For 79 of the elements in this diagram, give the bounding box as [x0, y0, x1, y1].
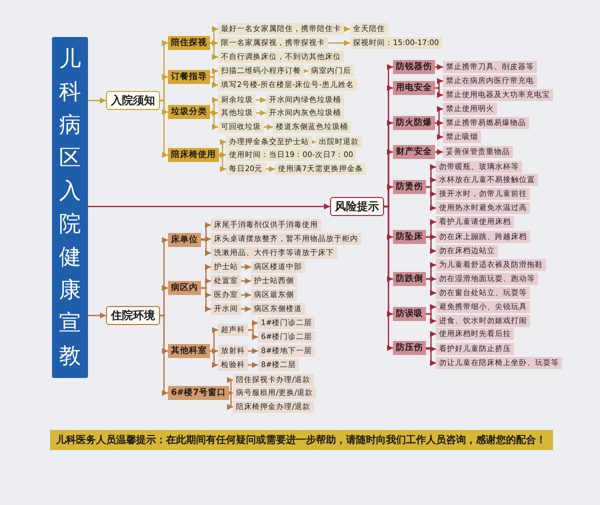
connector-arrow	[241, 278, 251, 284]
connector-arrow	[219, 152, 226, 158]
category-tag: 垃圾分类	[168, 105, 210, 119]
connector-arrow	[310, 139, 316, 145]
connector-arrow	[210, 76, 218, 88]
category-tag: 防锐器伤	[393, 60, 435, 74]
category-tag: 防跌倒	[393, 272, 426, 286]
connector-arrow	[248, 329, 258, 340]
connector-arrow	[210, 350, 218, 368]
category-tag: 防压伤	[393, 341, 426, 355]
connector-arrow	[241, 306, 251, 312]
connector-arrow	[426, 186, 436, 211]
connector-arrow	[227, 392, 233, 410]
connector-arrow	[435, 78, 443, 89]
category-tag: 陪住探视	[168, 36, 210, 50]
connector-arrow	[210, 26, 218, 44]
connector-arrow	[435, 106, 443, 124]
title-bar: 儿科病区入院健康宣教	[52, 37, 88, 378]
category-tag: 6#楼7号窗口	[168, 386, 229, 400]
connector-arrow	[426, 346, 436, 352]
category-tag: 用电安全	[393, 81, 435, 95]
category-tag: 防误吸	[393, 307, 426, 321]
connector-arrow	[248, 362, 258, 368]
notice-banner: 儿科医务人员温馨提示：在此期间有任何疑问或需要进一步帮助，请随时向我们工作人员咨询，感谢您的配合！	[50, 430, 553, 450]
connector-arrow	[210, 97, 218, 113]
connector-arrow	[435, 149, 443, 155]
connector-arrow	[302, 68, 308, 74]
category-tag: 病区内	[168, 281, 201, 295]
connector-arrow	[435, 120, 443, 126]
connector-arrow	[435, 122, 443, 140]
connector-arrow	[426, 236, 436, 254]
connector-arrow	[219, 154, 226, 172]
connector-arrow	[210, 348, 218, 354]
category-tag: 防坠床	[393, 230, 426, 244]
connector-arrow	[256, 110, 266, 116]
connector-arrow	[266, 166, 275, 172]
connector-arrow	[210, 327, 218, 352]
connector-arrow	[201, 239, 211, 256]
connector-arrow	[241, 264, 251, 270]
connector-arrow	[210, 40, 218, 46]
topic-box: 风险提示	[330, 196, 384, 216]
connector-arrow	[426, 313, 436, 324]
connector-arrow	[160, 74, 168, 102]
connector-arrow	[384, 184, 393, 208]
connector-arrow	[210, 42, 218, 60]
topic-box: 住院环境	[106, 306, 160, 324]
connector-arrow	[201, 287, 211, 312]
connector-arrow	[160, 314, 168, 396]
connector-arrow	[435, 64, 443, 70]
connector-arrow	[344, 26, 350, 32]
category-tag: 订餐指导	[168, 70, 210, 84]
connector-arrow	[210, 110, 218, 116]
connector-arrow	[384, 206, 393, 351]
connector-arrow	[426, 278, 436, 296]
connector-arrow	[435, 87, 443, 98]
connector-arrow	[88, 312, 106, 318]
category-tag: 床单位	[168, 233, 201, 247]
connector-arrow	[88, 98, 106, 104]
connector-arrow	[328, 40, 350, 46]
category-tag: 防火防爆	[393, 116, 435, 130]
category-tag: 其他科室	[168, 344, 210, 358]
connector-arrow	[210, 68, 218, 78]
topic-box: 入院须知	[106, 90, 160, 110]
connector-arrow	[426, 347, 436, 366]
connector-arrow	[256, 97, 266, 103]
connector-arrow	[219, 139, 226, 156]
connector-arrow	[160, 100, 168, 158]
category-tag: 防烫伤	[393, 180, 426, 194]
connector-arrow	[210, 111, 218, 130]
connector-arrow	[227, 390, 233, 396]
connector-arrow	[88, 204, 330, 210]
connector-arrow	[201, 236, 211, 242]
connector-arrow	[248, 348, 258, 354]
connector-arrow	[241, 292, 251, 298]
connector-arrow	[264, 124, 273, 130]
category-tag: 财产安全	[393, 145, 435, 159]
connector-arrow	[227, 377, 233, 394]
category-tag: 陪床椅使用	[168, 148, 219, 162]
connector-arrow	[160, 285, 168, 316]
